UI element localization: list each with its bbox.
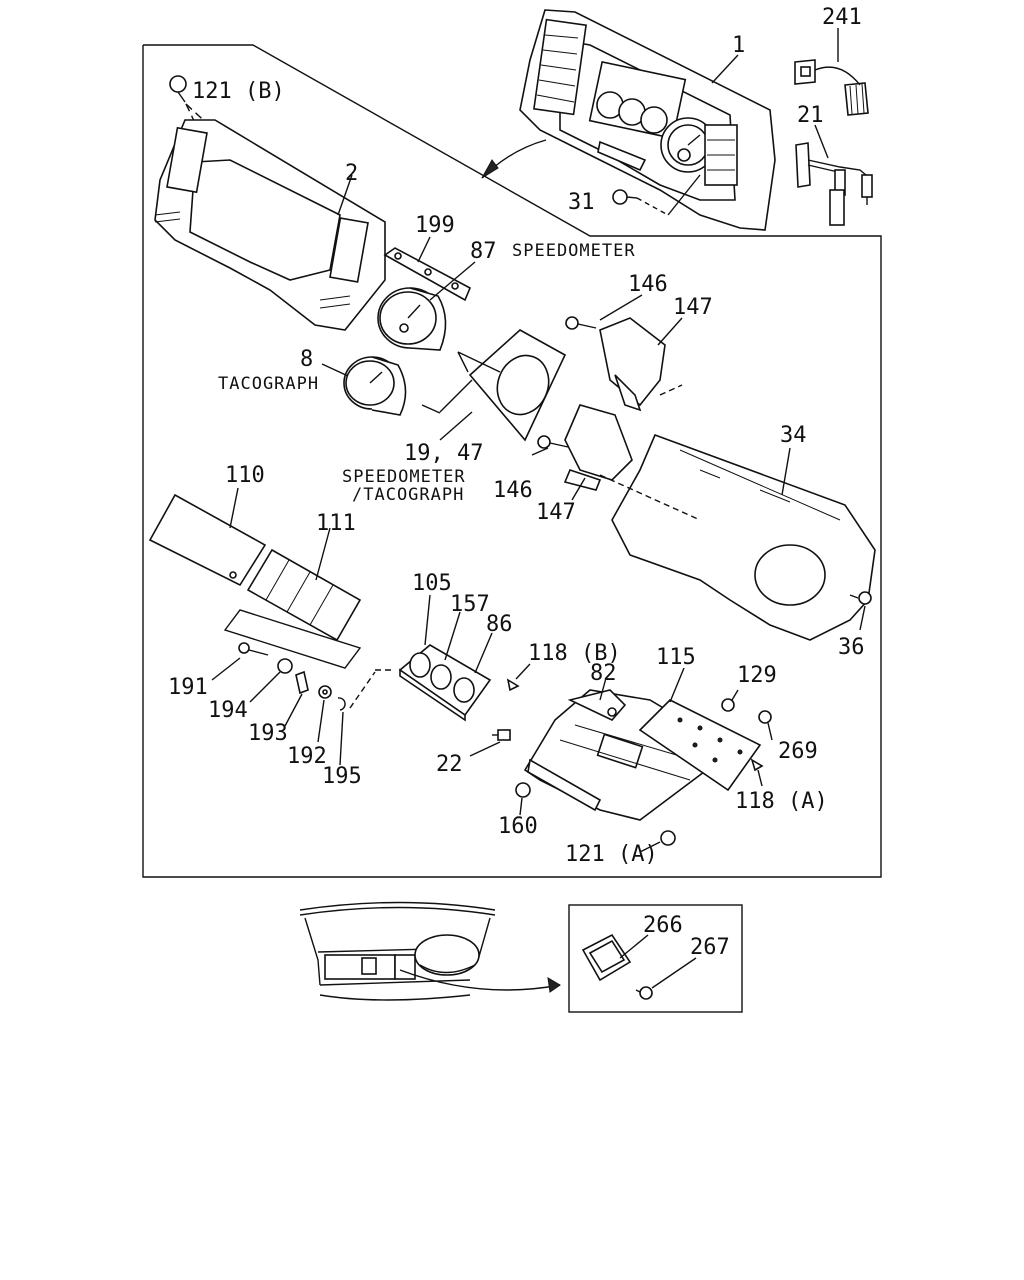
gauge-block-105-157-86 <box>375 594 493 722</box>
bracket-146-147-upper <box>565 294 683 412</box>
main-frame <box>142 44 882 878</box>
inset-box <box>568 904 743 1013</box>
plate-19-47 <box>421 329 567 442</box>
screw-31 <box>612 174 701 216</box>
label-191: 191 <box>168 675 208 700</box>
label-36: 36 <box>838 635 865 660</box>
label-193: 193 <box>248 721 288 746</box>
label-146-lower: 146 <box>493 478 533 503</box>
label-115: 115 <box>656 645 696 670</box>
fastener-193 <box>284 670 309 727</box>
label-111: 111 <box>316 511 356 536</box>
label-195: 195 <box>322 764 362 789</box>
label-speedometer-tacograph-1: SPEEDOMETER <box>342 467 466 487</box>
clip-195 <box>337 671 376 766</box>
label-118a: 118 (A) <box>735 789 828 814</box>
label-121a: 121 (A) <box>565 842 658 867</box>
label-147-upper: 147 <box>673 295 713 320</box>
label-34: 34 <box>780 423 807 448</box>
switch-241 <box>794 28 869 116</box>
panel-111 <box>223 527 362 669</box>
grommet-36 <box>849 591 872 631</box>
label-22: 22 <box>436 752 463 777</box>
label-199: 199 <box>415 213 455 238</box>
label-tacograph: TACOGRAPH <box>218 374 319 394</box>
clip-118a <box>750 758 764 787</box>
bracket-146-147-lower <box>531 404 633 501</box>
screw-269 <box>758 710 773 741</box>
clip-118b <box>506 663 531 692</box>
washer-192 <box>317 685 332 743</box>
label-118b: 118 (B) <box>528 641 621 666</box>
screw-267 <box>635 957 697 1000</box>
label-194: 194 <box>208 698 248 723</box>
label-157: 157 <box>450 592 490 617</box>
label-21: 21 <box>797 103 824 128</box>
label-267: 267 <box>690 935 730 960</box>
fastener-194 <box>249 658 293 703</box>
label-105: 105 <box>412 571 452 596</box>
label-121b-top: 121 (B) <box>192 79 285 104</box>
switch-266 <box>581 933 649 982</box>
bezel-2 <box>154 119 386 331</box>
tacograph-8 <box>321 356 407 416</box>
label-241: 241 <box>822 5 862 30</box>
part-199 <box>383 236 472 302</box>
grommet-160 <box>515 782 531 816</box>
label-2: 2 <box>345 161 358 186</box>
label-110: 110 <box>225 463 265 488</box>
label-266: 266 <box>643 913 683 938</box>
label-19-47: 19, 47 <box>404 441 483 466</box>
board-115 <box>638 667 762 792</box>
label-192: 192 <box>287 744 327 769</box>
harness-21 <box>795 124 873 226</box>
label-146-upper: 146 <box>628 272 668 297</box>
screw-129 <box>721 689 739 712</box>
label-82: 82 <box>590 661 617 686</box>
cover-110 <box>148 487 267 587</box>
label-31: 31 <box>568 190 595 215</box>
label-8: 8 <box>300 347 313 372</box>
label-160: 160 <box>498 814 538 839</box>
label-269: 269 <box>778 739 818 764</box>
connector-22 <box>469 729 511 757</box>
speedometer-87 <box>377 261 476 351</box>
label-87: 87 <box>470 239 497 264</box>
screw-121a <box>639 830 676 853</box>
housing-34 <box>599 384 876 641</box>
instrument-cluster-assembly <box>519 9 776 231</box>
label-speedometer-tacograph-2: /TACOGRAPH <box>352 485 464 505</box>
label-147-lower: 147 <box>536 500 576 525</box>
label-129: 129 <box>737 663 777 688</box>
dashboard-locator-view <box>299 901 561 1001</box>
label-86: 86 <box>486 612 513 637</box>
label-1: 1 <box>732 33 745 58</box>
label-speedometer: SPEEDOMETER <box>512 241 636 261</box>
fastener-191 <box>211 642 269 681</box>
